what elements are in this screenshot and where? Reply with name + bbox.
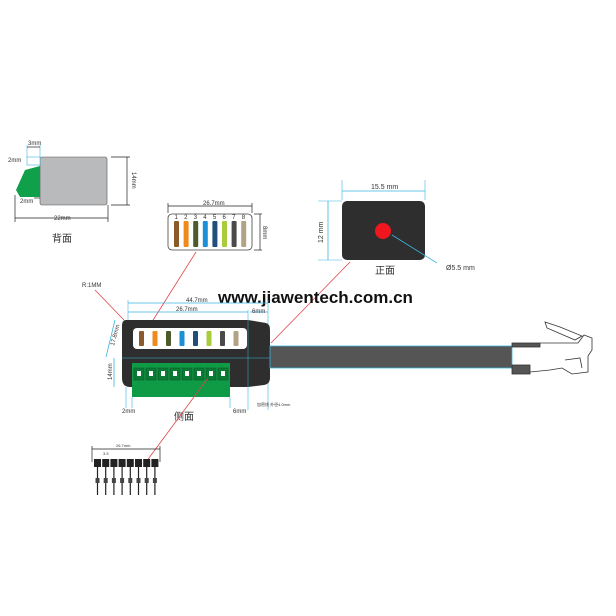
pin-number: 1 xyxy=(175,215,179,221)
website-watermark: www.jiawentech.com.cn xyxy=(217,288,413,307)
side-wire-1 xyxy=(139,331,144,346)
side-wire-8 xyxy=(233,331,239,346)
pin-number: 4 xyxy=(203,215,207,221)
cable-hole xyxy=(375,223,391,239)
rj45-plug xyxy=(511,321,593,375)
back-body xyxy=(39,156,108,206)
terminal-clamp xyxy=(128,478,133,483)
cable-note: 加密线 外径4.0mm xyxy=(257,401,291,407)
terminal-screw xyxy=(137,371,141,376)
wire-2 xyxy=(183,221,189,247)
wire-4 xyxy=(202,221,208,247)
side-wire-7 xyxy=(220,331,225,346)
terminal-clamp xyxy=(111,478,116,483)
side-view-label: 侧面 xyxy=(174,410,194,423)
terminal-screw xyxy=(221,371,225,376)
terminal-screw xyxy=(197,371,201,376)
terminal-head xyxy=(126,459,134,467)
wire-7 xyxy=(231,221,237,247)
front-dim-width: 15.5 mm xyxy=(371,184,398,191)
wire-1 xyxy=(174,221,179,247)
back-view: 3mm 2mm 2mm 22mm 14mm 背面 xyxy=(8,141,136,245)
pin-number: 6 xyxy=(223,215,227,221)
side-view: R:1MM 44.7mm 26.7mm 6mm 17.8mm 14mm 2mm … xyxy=(82,283,291,463)
terminal-head xyxy=(102,459,110,467)
pin-number: 5 xyxy=(213,215,217,221)
back-dim-left-top: 2mm xyxy=(8,158,21,164)
side-wire-4 xyxy=(179,331,185,346)
front-view-label: 正面 xyxy=(375,266,395,277)
window-frame xyxy=(167,213,253,251)
side-dim-left: 2mm xyxy=(122,409,135,415)
side-wire-3 xyxy=(166,331,171,346)
terminal-screw xyxy=(209,371,213,376)
terminal-head xyxy=(143,459,151,467)
terminal-dim-width: 26.7mm xyxy=(116,443,131,448)
side-dim-body: 26.7mm xyxy=(176,307,198,313)
window-dim-height: 8mm xyxy=(261,226,267,239)
cable xyxy=(269,345,513,369)
side-wire-2 xyxy=(152,331,158,346)
terminal-screw xyxy=(185,371,189,376)
back-terminal xyxy=(16,166,40,197)
terminal-clamp xyxy=(136,478,141,483)
back-dim-top: 3mm xyxy=(28,141,41,147)
terminal-dim-pitch: 3.5 xyxy=(103,451,109,456)
terminal-head xyxy=(110,459,118,467)
front-dim-height: 12 mm xyxy=(318,221,325,243)
back-dim-left-bottom: 2mm xyxy=(20,199,33,205)
terminal-clamp xyxy=(95,478,100,483)
back-dim-height: 14mm xyxy=(130,172,136,189)
wire-6 xyxy=(222,221,227,247)
terminal-clamp xyxy=(103,478,108,483)
leader-line xyxy=(145,377,209,463)
terminal-head xyxy=(135,459,142,467)
terminal-clamp xyxy=(152,478,157,483)
back-view-label: 背面 xyxy=(52,232,72,245)
wire-3 xyxy=(193,221,199,247)
terminal-head xyxy=(151,459,159,467)
side-dim-right: 6mm xyxy=(233,409,246,415)
pin-number: 3 xyxy=(194,215,198,221)
side-radius: R:1MM xyxy=(82,283,101,289)
terminal-clamp xyxy=(120,478,125,483)
window-dim-width: 26.7mm xyxy=(203,201,225,207)
terminal-screw xyxy=(161,371,165,376)
pin-number: 7 xyxy=(232,215,236,221)
terminal-screw xyxy=(173,371,177,376)
terminal-head xyxy=(118,459,126,467)
leader-line xyxy=(149,251,197,326)
side-dim-height-upper: 17.8mm xyxy=(110,324,121,347)
side-dim-nose: 6mm xyxy=(252,309,265,315)
side-wire-5 xyxy=(193,331,198,346)
leader-line xyxy=(270,261,351,344)
wire-5 xyxy=(212,221,218,247)
front-dim-hole: Ø5.5 mm xyxy=(446,265,475,272)
wire-8 xyxy=(241,221,247,247)
pin-number: 8 xyxy=(242,215,246,221)
back-dim-width: 22mm xyxy=(54,216,71,222)
side-dim-total: 44.7mm xyxy=(186,298,208,304)
side-dim-height-lower: 14mm xyxy=(108,363,114,380)
terminal-detail: 26.7mm 3.5 xyxy=(91,443,161,495)
cable-jacket xyxy=(269,345,513,369)
pin-number: 2 xyxy=(184,215,188,221)
side-wire-6 xyxy=(206,331,212,346)
front-view: 15.5 mm 12 mm Ø5.5 mm 正面 xyxy=(270,180,475,344)
side-window xyxy=(133,328,247,349)
terminal-clamp xyxy=(144,478,149,483)
terminal-head xyxy=(94,459,101,467)
terminal-screw xyxy=(149,371,153,376)
